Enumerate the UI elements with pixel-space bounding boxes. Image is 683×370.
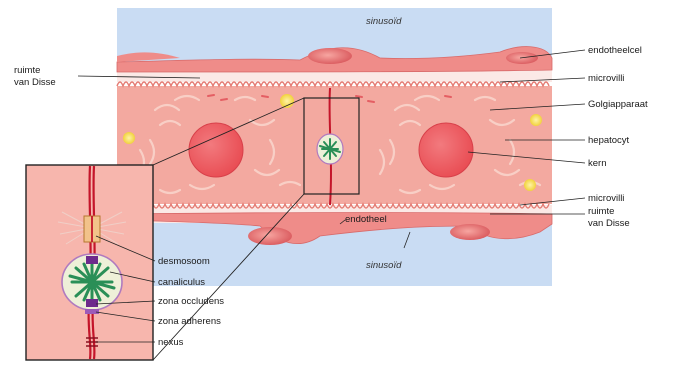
- label-sinusoid-bottom: sinusoïd: [366, 260, 402, 271]
- zona-occludens-top: [86, 256, 98, 264]
- lipid-droplet: [524, 179, 536, 191]
- label-golgiapparaat: Golgiapparaat: [588, 99, 648, 110]
- label-canaliculus: canaliculus: [158, 277, 205, 288]
- label-ruimte-van-disse-left: ruimte van Disse: [14, 65, 56, 88]
- canaliculus-microvilli: [70, 262, 114, 302]
- label-zona-adherens: zona adherens: [158, 316, 221, 327]
- endothelial-nucleus-bottom: [248, 227, 292, 245]
- label-desmosoom: desmosoom: [158, 256, 210, 267]
- zona-adherens: [85, 309, 99, 314]
- label-microvilli-top: microvilli: [588, 73, 624, 84]
- label-microvilli-bottom: microvilli: [588, 193, 624, 204]
- hepatocyte-nucleus-left: [189, 123, 243, 177]
- lipid-droplet: [123, 132, 135, 144]
- label-kern: kern: [588, 158, 606, 169]
- lipid-droplet: [530, 114, 542, 126]
- canaliculus-microvilli-small: [320, 139, 340, 159]
- endothelial-nucleus-top: [308, 48, 352, 64]
- zona-occludens-bottom: [86, 299, 98, 307]
- label-ruimte-van-disse-right: ruimte van Disse: [588, 206, 630, 229]
- microvilli-top-fringe: [117, 82, 549, 86]
- label-endotheel: endotheel: [345, 214, 387, 225]
- endothelial-nucleus-bottom-right: [450, 224, 490, 240]
- label-zona-occludens: zona occludens: [158, 296, 224, 307]
- label-nexus: nexus: [158, 337, 184, 348]
- label-endotheelcel: endotheelcel: [588, 45, 642, 56]
- label-sinusoid-top: sinusoïd: [366, 16, 402, 27]
- label-hepatocyt: hepatocyt: [588, 135, 630, 146]
- hepatocyte-nucleus-right: [419, 123, 473, 177]
